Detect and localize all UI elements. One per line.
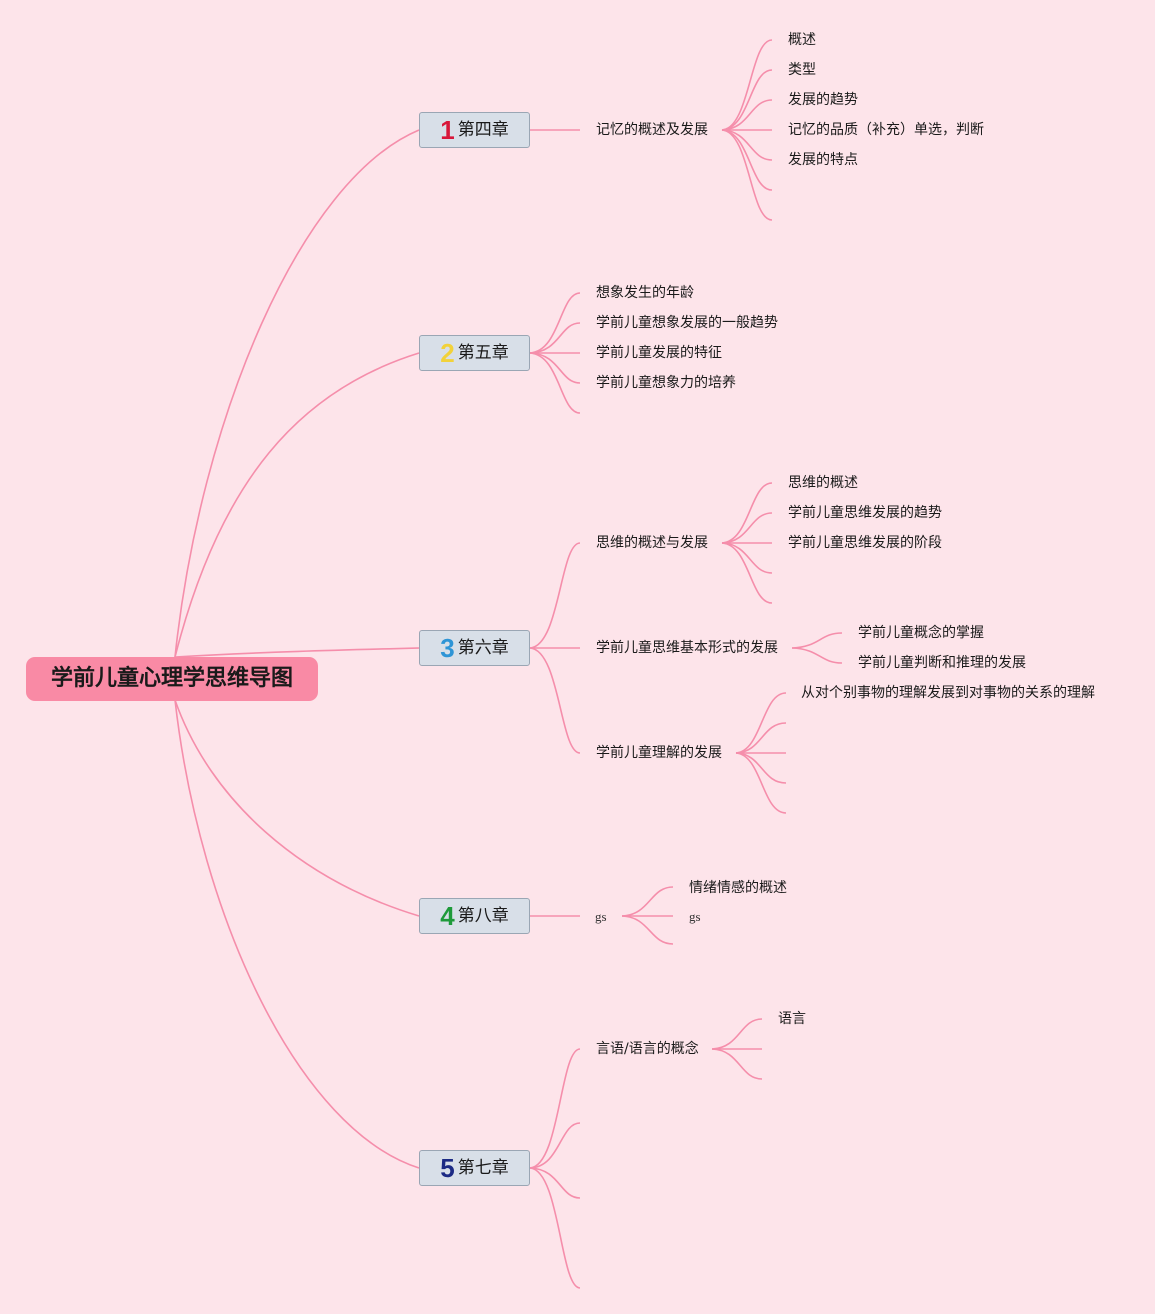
chapter-title: 第七章 — [457, 1157, 509, 1178]
edge-ch3-t2-i2 — [791, 647, 843, 664]
edge-ch3-t1 — [529, 542, 581, 649]
edge-ch3-t1-i5 — [721, 542, 773, 604]
ch4-item-node[interactable]: 类型 — [788, 62, 816, 78]
edge-ch1-i2 — [721, 69, 773, 131]
edge-ch4-i1 — [621, 886, 674, 917]
edge-root-ch2 — [174, 352, 420, 658]
edge-ch5-t2 — [529, 1122, 581, 1169]
ch6-topic1-item-node[interactable]: 学前儿童思维发展的趋势 — [788, 505, 942, 521]
ch7-topic-node[interactable]: 言语/语言的概念 — [596, 1041, 699, 1057]
chapter-number: 3 — [440, 633, 455, 663]
edge-ch2-i4 — [529, 352, 581, 384]
edge-ch5-t4 — [529, 1167, 581, 1289]
ch6-topic3-node[interactable]: 学前儿童理解的发展 — [596, 745, 722, 761]
ch5-item-node[interactable]: 学前儿童想象力的培养 — [596, 375, 736, 391]
chapter-number: 4 — [440, 901, 455, 931]
edge-ch5-t1 — [529, 1048, 581, 1169]
edge-ch2-i1 — [529, 292, 581, 354]
ch8-item-node[interactable]: 情绪情感的概述 — [689, 880, 787, 896]
ch4-item-node[interactable]: 发展的特点 — [788, 152, 858, 168]
edge-ch5-t3 — [529, 1167, 581, 1199]
ch6-topic1-item-node[interactable]: 思维的概述 — [788, 475, 858, 491]
chapter-node-2[interactable]: 2 第五章 — [419, 335, 530, 371]
chapter-number: 1 — [440, 115, 455, 145]
ch6-topic1-node[interactable]: 思维的概述与发展 — [596, 535, 708, 551]
chapter-title: 第八章 — [457, 905, 509, 926]
edge-root-ch3 — [174, 647, 420, 658]
chapter-number: 2 — [440, 338, 455, 368]
ch6-topic2-item-node[interactable]: 学前儿童概念的掌握 — [858, 625, 984, 641]
root-node[interactable]: 学前儿童心理学思维导图 — [26, 657, 318, 701]
edge-ch3-t3-i1 — [735, 692, 787, 754]
chapter-title: 第四章 — [457, 119, 509, 140]
edge-ch3-t3-i2 — [735, 722, 787, 754]
edge-root-ch1 — [174, 129, 420, 658]
edge-ch1-i1 — [721, 39, 773, 131]
edge-ch3-t1-i1 — [721, 482, 773, 544]
edge-root-ch4 — [174, 699, 420, 917]
edge-ch1-i6 — [721, 129, 773, 191]
edge-ch1-i3 — [721, 99, 773, 131]
ch5-item-node[interactable]: 学前儿童发展的特征 — [596, 345, 722, 361]
edge-ch3-t1-i2 — [721, 512, 773, 544]
ch5-item-node[interactable]: 想象发生的年龄 — [596, 285, 694, 301]
edge-ch1-i7 — [721, 129, 773, 221]
edge-ch5-t1-i1 — [711, 1018, 763, 1050]
ch7-item-node[interactable]: 语言 — [778, 1011, 806, 1027]
edge-ch4-i3 — [621, 915, 674, 945]
chapter-number: 5 — [440, 1153, 455, 1183]
ch6-topic2-item-node[interactable]: 学前儿童判断和推理的发展 — [858, 655, 1026, 671]
ch6-topic1-item-node[interactable]: 学前儿童思维发展的阶段 — [788, 535, 942, 551]
ch4-topic-node[interactable]: 记忆的概述及发展 — [596, 122, 708, 138]
ch4-item-node[interactable]: 记忆的品质（补充）单选，判断 — [788, 122, 984, 138]
chapter-title: 第六章 — [457, 637, 509, 658]
chapter-node-1[interactable]: 1 第四章 — [419, 112, 530, 148]
ch4-item-node[interactable]: 概述 — [788, 32, 816, 48]
edge-ch3-t3 — [529, 647, 581, 754]
edge-ch3-t3-i5 — [735, 752, 787, 814]
edge-ch2-i5 — [529, 352, 581, 414]
ch6-topic3-item-node[interactable]: 从对个别事物的理解发展到对事物的关系的理解 — [801, 685, 1095, 701]
chapter-node-4[interactable]: 4 第八章 — [419, 898, 530, 934]
ch4-item-node[interactable]: 发展的趋势 — [788, 92, 858, 108]
chapter-node-3[interactable]: 3 第六章 — [419, 630, 530, 666]
ch5-item-node[interactable]: 学前儿童想象发展的一般趋势 — [596, 315, 778, 331]
edge-ch2-i2 — [529, 322, 581, 354]
ch6-topic2-node[interactable]: 学前儿童思维基本形式的发展 — [596, 640, 778, 656]
chapter-node-5[interactable]: 5 第七章 — [419, 1150, 530, 1186]
edge-ch3-t2-i1 — [791, 632, 843, 649]
edge-ch3-t3-i4 — [735, 752, 787, 784]
ch8-item-node[interactable]: gs — [689, 909, 701, 924]
ch8-topic-node[interactable]: gs — [595, 909, 607, 924]
edge-ch5-t1-i3 — [711, 1048, 763, 1080]
chapter-title: 第五章 — [457, 342, 509, 363]
edge-root-ch5 — [174, 699, 420, 1169]
